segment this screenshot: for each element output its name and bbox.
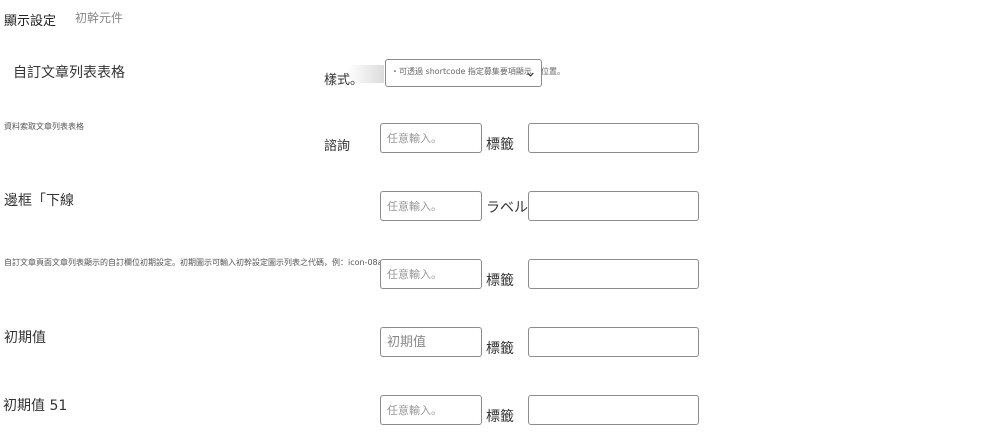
- style-select-hint-tail: 位置。: [541, 67, 565, 76]
- border-input[interactable]: [380, 191, 482, 221]
- initial-value-51-label: 初期值 51: [3, 398, 68, 414]
- initial-value-51-input[interactable]: [380, 395, 482, 425]
- tag-input-5[interactable]: [528, 395, 699, 425]
- section-title: 自訂文章列表表格: [13, 65, 125, 81]
- tag-label-2: ラベル: [486, 200, 528, 216]
- tag-input-4[interactable]: [528, 327, 699, 357]
- style-select[interactable]: ・可透過 shortcode 指定募集要項顯示: [385, 59, 542, 87]
- tag-label-3: 標籤: [486, 273, 514, 289]
- tab-display-settings[interactable]: 顯示設定: [4, 14, 57, 29]
- inquiry-input[interactable]: [380, 123, 482, 153]
- tag-label-4: 標籤: [486, 341, 514, 357]
- initial-value-input[interactable]: [380, 327, 482, 357]
- style-select-hint: ・可透過 shortcode 指定募集要項顯示: [391, 67, 532, 76]
- chevron-down-icon: [527, 72, 534, 77]
- field-settings-input[interactable]: [380, 259, 482, 289]
- initial-value-label: 初期值: [4, 330, 46, 346]
- border-label: 邊框「下線: [4, 193, 74, 209]
- tag-input-2[interactable]: [528, 191, 699, 221]
- tag-input-3[interactable]: [528, 259, 699, 289]
- tab-initial-elements[interactable]: 初幹元件: [75, 11, 124, 25]
- style-label-background: [323, 65, 384, 83]
- style-label: 樣式。: [324, 73, 364, 88]
- field-settings-description: 自訂文章頁面文章列表顯示的自訂欄位初期設定。初期圖示可輸入初幹設定圖示列表之代碼…: [4, 258, 382, 267]
- tag-input-1[interactable]: [528, 123, 699, 153]
- tag-label-1: 標籤: [486, 137, 514, 153]
- tag-label-5: 標籤: [486, 409, 514, 425]
- source-description: 資料索取文章列表表格: [4, 122, 84, 131]
- inquiry-label: 諮詢: [324, 139, 351, 154]
